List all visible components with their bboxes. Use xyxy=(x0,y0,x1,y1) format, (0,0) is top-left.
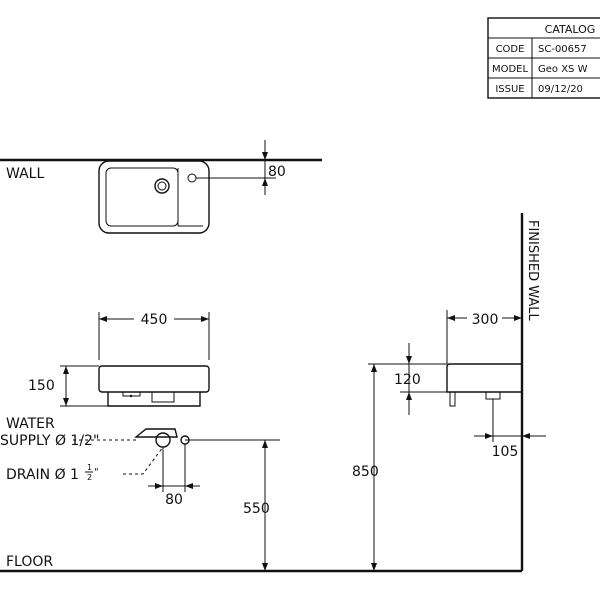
catalog-header: CATALOG xyxy=(545,23,596,36)
supply-fitting xyxy=(134,428,178,438)
wall-label: WALL xyxy=(6,166,44,182)
drain-label-denominator: 2 xyxy=(87,473,92,482)
plan-view: WALL 80 xyxy=(0,140,322,234)
front-view: 450 150 WATER SUPPLY Ø 1/2" DRAIN Ø 1 1 … xyxy=(0,312,522,573)
drain-label-prefix: DRAIN Ø 1 xyxy=(6,467,79,483)
dim-side-height: 120 xyxy=(394,372,421,388)
basin-front xyxy=(98,365,210,393)
catalog-issue-value: 09/12/20 xyxy=(538,84,583,95)
dim-basin-height: 850 xyxy=(352,464,379,480)
catalog-code-value: SC-00657 xyxy=(538,44,587,55)
side-view: FINISHED WALL 300 120 850 105 xyxy=(352,213,546,571)
basin-side xyxy=(446,363,522,393)
dim-top-offset: 80 xyxy=(268,164,286,180)
dim-supply-height: 550 xyxy=(243,501,270,517)
dim-width: 450 xyxy=(141,312,168,328)
catalog-code-label: CODE xyxy=(496,44,525,55)
finished-wall-label: FINISHED WALL xyxy=(525,220,540,322)
basin-bowl-plan xyxy=(105,167,179,227)
basin-outline-plan xyxy=(98,160,210,234)
catalog-issue-label: ISSUE xyxy=(495,84,524,95)
drain-label-numerator: 1 xyxy=(87,463,92,472)
floor-label: FLOOR xyxy=(6,554,53,570)
drain-circle-plan xyxy=(154,178,170,194)
tap-hole-plan xyxy=(187,173,197,183)
water-label-line2: SUPPLY Ø 1/2" xyxy=(0,433,99,449)
drain-label-suffix: " xyxy=(94,467,99,478)
dim-height: 150 xyxy=(28,378,55,394)
water-label-line1: WATER xyxy=(6,416,55,432)
catalog-model-value: Geo XS W xyxy=(538,64,588,75)
catalog-model-label: MODEL xyxy=(492,64,529,75)
catalog-table: CATALOG CODE SC-00657 MODEL Geo XS W ISS… xyxy=(487,17,600,99)
drain-circle-front xyxy=(155,432,171,448)
dim-outlet-offset: 105 xyxy=(492,444,519,460)
dim-supply-spacing: 80 xyxy=(165,492,183,508)
dim-depth: 300 xyxy=(472,312,499,328)
